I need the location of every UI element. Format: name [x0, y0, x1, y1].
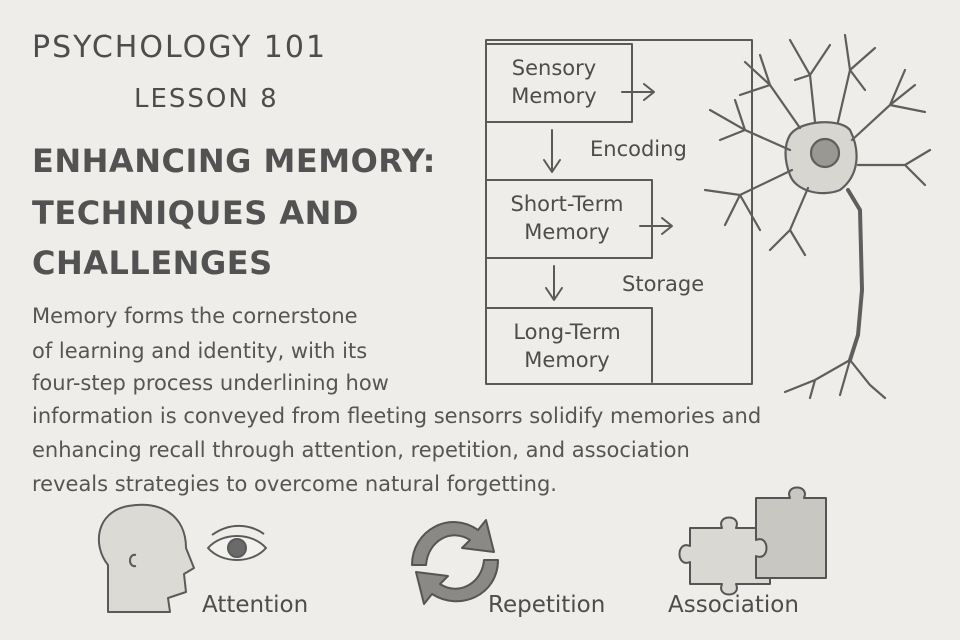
cycle-arrows-icon [411, 519, 499, 605]
paragraph-line: reveals strategies to overcome natural f… [32, 472, 557, 496]
page-title-line-3: CHALLENGES [32, 244, 273, 282]
arrow-down-storage-icon [545, 265, 563, 301]
paragraph-line: Memory forms the cornerstone [32, 304, 358, 328]
association-label: Association [668, 592, 799, 618]
stage-label-line: Sensory [511, 56, 597, 80]
stage-label-line: Memory [511, 84, 597, 108]
diagram-frame [485, 39, 753, 385]
sensory-memory-label: Sensory Memory [492, 54, 616, 110]
short-term-memory-box [485, 179, 653, 259]
short-term-memory-label: Short-Term Memory [492, 190, 642, 246]
storage-label: Storage [622, 272, 705, 296]
stage-label-line: Memory [524, 348, 610, 372]
attention-label: Attention [202, 592, 309, 618]
head-with-eye-icon [97, 503, 267, 613]
lesson-number: LESSON 8 [134, 84, 279, 114]
page-title-line-1: ENHANCING MEMORY: [32, 142, 436, 180]
page-title-line-2: TECHNIQUES AND [32, 194, 359, 232]
stage-label-line: Short-Term [510, 192, 624, 216]
neuron-icon [703, 33, 932, 400]
long-term-memory-label: Long-Term Memory [492, 318, 642, 374]
stage-label-line: Long-Term [513, 320, 621, 344]
encoding-label: Encoding [590, 137, 687, 161]
paragraph-line: information is conveyed from fleeting se… [32, 404, 762, 428]
course-title: PSYCHOLOGY 101 [32, 30, 328, 65]
paragraph-line: of learning and identity, with its [32, 339, 368, 363]
paragraph-line: four-step process underlining how [32, 371, 389, 395]
arrow-right-icon [639, 217, 673, 235]
arrow-right-icon [621, 83, 655, 101]
paragraph-line: enhancing recall through attention, repe… [32, 438, 690, 462]
arrow-down-encoding-icon [543, 129, 561, 173]
stage-label-line: Memory [524, 220, 610, 244]
puzzle-pieces-icon [678, 486, 827, 596]
repetition-label: Repetition [488, 592, 606, 618]
sensory-memory-box [485, 43, 633, 123]
long-term-memory-box [485, 307, 653, 383]
